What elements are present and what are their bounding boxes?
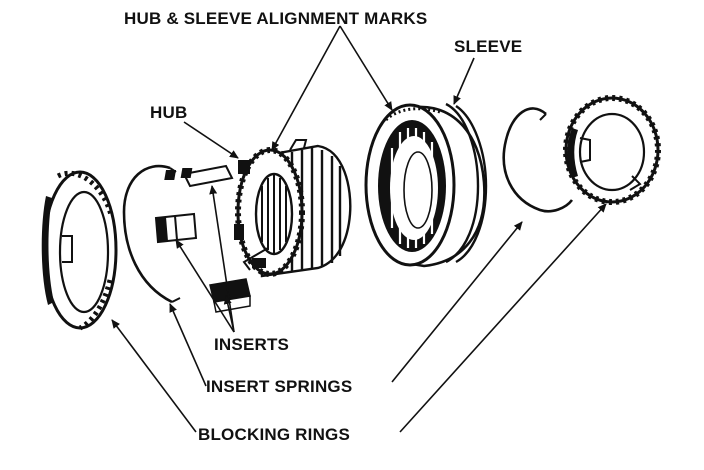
label-sleeve: SLEEVE (454, 37, 522, 56)
insert-bottom (209, 278, 251, 313)
hub (234, 139, 352, 278)
right-blocking-ring (563, 95, 661, 205)
insert-middle (154, 212, 198, 244)
label-inserts: INSERTS (214, 335, 289, 354)
inserts-group (154, 164, 251, 313)
label-blocking-rings: BLOCKING RINGS (198, 425, 350, 444)
sleeve (364, 102, 488, 268)
left-blocking-ring (41, 170, 118, 331)
right-insert-spring (502, 107, 574, 213)
insert-top (164, 164, 234, 188)
label-alignment-marks: HUB & SLEEVE ALIGNMENT MARKS (124, 9, 427, 28)
leader-lines (111, 25, 607, 433)
label-hub: HUB (150, 103, 187, 122)
label-insert-springs: INSERT SPRINGS (206, 377, 352, 396)
